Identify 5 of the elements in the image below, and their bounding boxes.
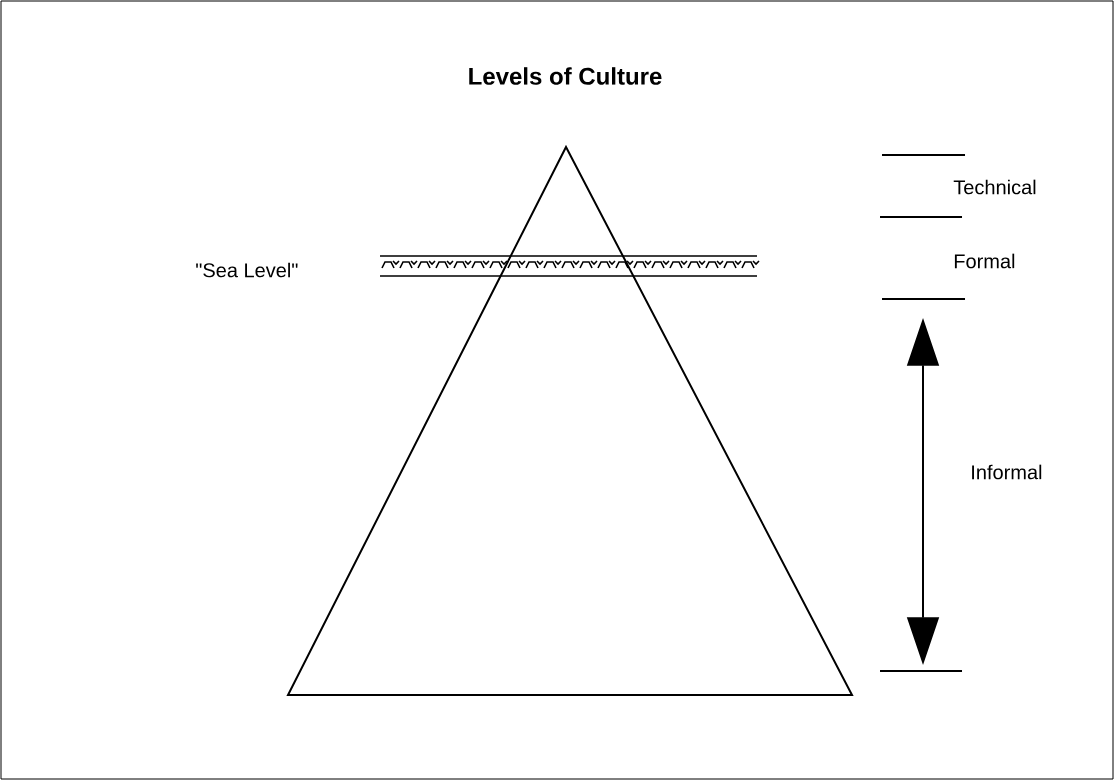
level-label: Informal: [972, 464, 1042, 480]
level-label: Formal: [954, 253, 1015, 269]
level-label: "Sea Level": [196, 262, 298, 278]
title: Levels of Culture: [469, 67, 662, 85]
level-label: Technical: [953, 179, 1036, 195]
